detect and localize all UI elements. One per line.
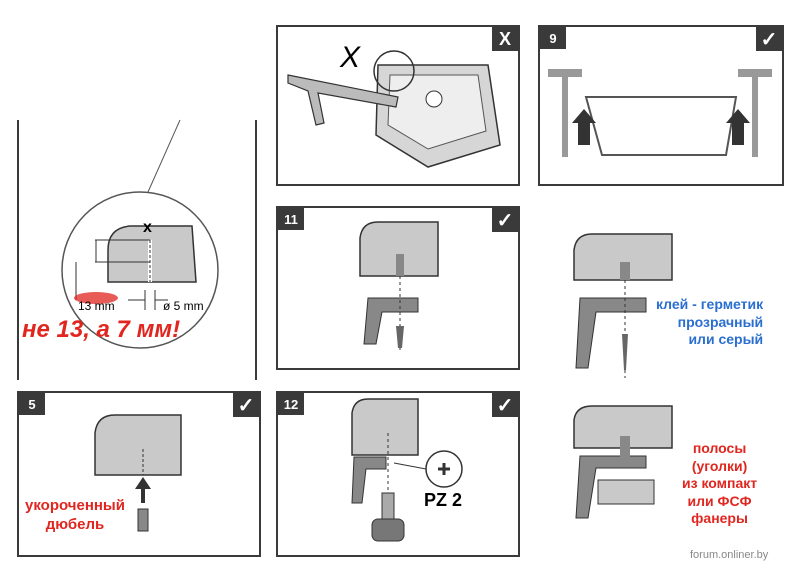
short-dowel <box>137 508 149 532</box>
x-mark: x <box>143 219 152 236</box>
caulking-gun <box>287 74 399 126</box>
short-dowel-note: укороченный дюбель <box>25 497 125 533</box>
screwdriver <box>371 518 405 542</box>
dimension-5mm: ø 5 mm <box>163 299 204 313</box>
panel-5: 5 ✓ укороченный дюбель <box>17 391 261 557</box>
wrong-badge: X <box>492 27 518 51</box>
panel-9: 9 ✓ <box>538 25 784 186</box>
arrow-up-icon <box>135 477 151 503</box>
step5-drawing <box>94 414 182 532</box>
panel-wrong: X X <box>276 25 520 186</box>
step-number: 9 <box>540 27 566 49</box>
step9-drawing <box>548 69 772 157</box>
step-number: 12 <box>278 393 304 415</box>
check-badge: ✓ <box>233 393 259 417</box>
panel-11: 11 ✓ <box>276 206 520 370</box>
step-number: 5 <box>19 393 45 415</box>
strips-note: полосы (уголки) из компакт или ФСФ фанер… <box>682 440 758 526</box>
tool-label: PZ 2 <box>424 490 463 510</box>
watermark: forum.onliner.by <box>690 549 769 561</box>
detail-panel: x 13 mm ø 5 mm не 13, а 7 мм! <box>0 0 270 380</box>
check-badge: ✓ <box>492 208 518 232</box>
wrong-x-mark: X <box>340 41 361 74</box>
panel-12: 12 ✓ PZ 2 <box>276 391 520 557</box>
arrow-up-icon <box>726 109 750 145</box>
step11-drawing <box>359 221 439 350</box>
dimension-13mm: 13 mm <box>78 299 115 313</box>
glue-note: клей - герметик прозрачный или серый <box>656 296 764 347</box>
sink <box>584 96 738 156</box>
screwdriver-handle <box>381 492 395 522</box>
correction-note: не 13, а 7 мм! <box>22 316 181 343</box>
check-badge: ✓ <box>492 393 518 417</box>
detail-drawing <box>17 119 257 380</box>
right-drawings <box>573 233 673 519</box>
check-badge: ✓ <box>756 27 782 51</box>
wrong-drawing <box>287 50 501 168</box>
step-number: 11 <box>278 208 304 230</box>
arrow-up-icon <box>572 109 596 145</box>
step12-drawing <box>351 398 463 542</box>
